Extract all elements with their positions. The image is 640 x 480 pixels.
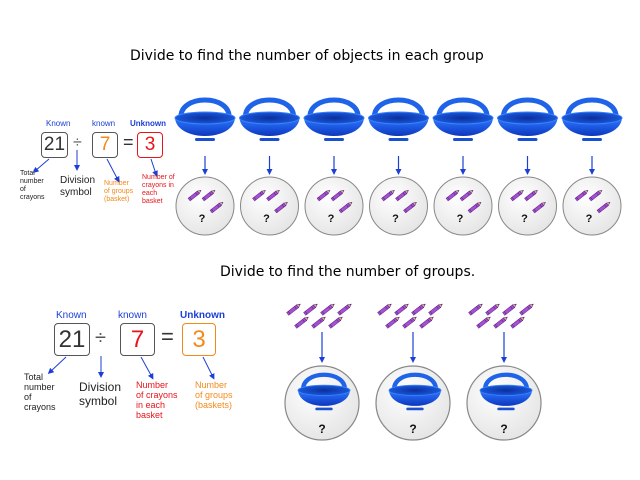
- group-circle: [304, 176, 364, 236]
- bottom-divisor-box: 7: [120, 323, 155, 356]
- crayon-icon: [320, 303, 335, 316]
- crayon-icon: [502, 303, 517, 316]
- crayon-icon: [532, 202, 546, 214]
- crayon-icon: [201, 190, 216, 202]
- basket-icon: [432, 97, 494, 141]
- crayon-icon: [467, 202, 482, 214]
- top-divisor-box: 7: [92, 132, 118, 158]
- unknown-mark: ?: [500, 422, 507, 436]
- bottom-known-label: Known: [56, 310, 87, 321]
- bottom-known2-label: known: [118, 310, 147, 321]
- crayon-icon: [402, 316, 417, 329]
- top-unknown-label: Unknown: [130, 119, 166, 128]
- crayon-icon: [574, 190, 589, 202]
- unknown-mark: ?: [263, 213, 270, 225]
- top-equation-arrows: [32, 150, 158, 183]
- crayon-icon: [468, 303, 483, 316]
- group-circle: [369, 176, 428, 236]
- crayon-icon: [303, 303, 318, 316]
- crayon-icon: [519, 303, 534, 316]
- crayon-icon: [381, 190, 395, 202]
- bottom-equals-sign: =: [161, 324, 174, 349]
- crayon-icon: [330, 190, 345, 202]
- crayon-icon: [377, 303, 392, 316]
- crayon-icon: [596, 202, 611, 214]
- crayon-icon: [524, 190, 538, 202]
- crayon-icon: [274, 202, 288, 214]
- crayon-icon: [459, 190, 474, 202]
- crayon-icon: [266, 190, 280, 202]
- crayon-icon: [476, 316, 491, 329]
- crayon-icon: [493, 316, 508, 329]
- crayon-icon: [485, 303, 500, 316]
- crayon-icon: [338, 202, 353, 214]
- group-circle: [562, 176, 622, 236]
- crayon-icon: [187, 190, 202, 202]
- top-equals-sign: =: [123, 132, 134, 152]
- bottom-title: Divide to find the number of groups.: [220, 264, 476, 280]
- crayon-icon: [252, 190, 266, 202]
- unknown-mark: ?: [457, 213, 464, 225]
- basket-icon: [303, 97, 365, 141]
- crayon-icon: [403, 202, 417, 214]
- unknown-mark: ?: [328, 213, 335, 225]
- top-known-label: Known: [46, 119, 71, 128]
- group-circle: [433, 176, 493, 236]
- crayon-icon: [411, 303, 426, 316]
- crayon-icon: [510, 190, 524, 202]
- group-circle: [175, 176, 235, 236]
- crayon-icon: [395, 190, 409, 202]
- group-circle: [498, 176, 557, 236]
- basket-icon: [561, 97, 623, 141]
- crayon-icon: [294, 316, 309, 329]
- bottom-dividend-box: 21: [54, 323, 90, 356]
- bottom-quotient-box: 3: [182, 323, 216, 356]
- crayon-icon: [209, 202, 224, 214]
- top-title: Divide to find the number of objects in …: [130, 48, 484, 64]
- unknown-mark: ?: [199, 213, 206, 225]
- basket-icon: [297, 372, 351, 411]
- crayon-icon: [286, 303, 301, 316]
- crayon-icon: [510, 316, 525, 329]
- bottom-equation-arrows: [47, 356, 215, 380]
- top-known2-label: known: [92, 119, 116, 128]
- top-dividend-box: 21: [41, 132, 68, 158]
- basket-icon: [239, 97, 300, 141]
- top-division-sign: ÷: [73, 134, 82, 151]
- crayon-icon: [588, 190, 603, 202]
- basket-icon: [368, 97, 429, 141]
- basket-icon: [388, 372, 442, 411]
- crayon-icon: [337, 303, 352, 316]
- bottom-unknown-label: Unknown: [180, 310, 225, 321]
- unknown-mark: ?: [318, 422, 325, 436]
- basket-icon: [174, 97, 236, 141]
- unknown-mark: ?: [586, 213, 593, 225]
- bottom-division-sign: ÷: [95, 327, 106, 349]
- crayon-icon: [394, 303, 409, 316]
- crayon-icon: [311, 316, 326, 329]
- crayon-icon: [316, 190, 331, 202]
- crayon-icon: [328, 316, 343, 329]
- crayon-icon: [445, 190, 460, 202]
- crayon-icon: [385, 316, 400, 329]
- top-quotient-box: 3: [137, 132, 163, 158]
- basket-icon: [479, 372, 533, 411]
- unknown-mark: ?: [409, 422, 416, 436]
- basket-icon: [497, 97, 558, 141]
- crayon-icon: [419, 316, 434, 329]
- crayon-icon: [428, 303, 443, 316]
- unknown-mark: ?: [521, 213, 528, 225]
- unknown-mark: ?: [392, 213, 399, 225]
- group-circle: [240, 176, 299, 236]
